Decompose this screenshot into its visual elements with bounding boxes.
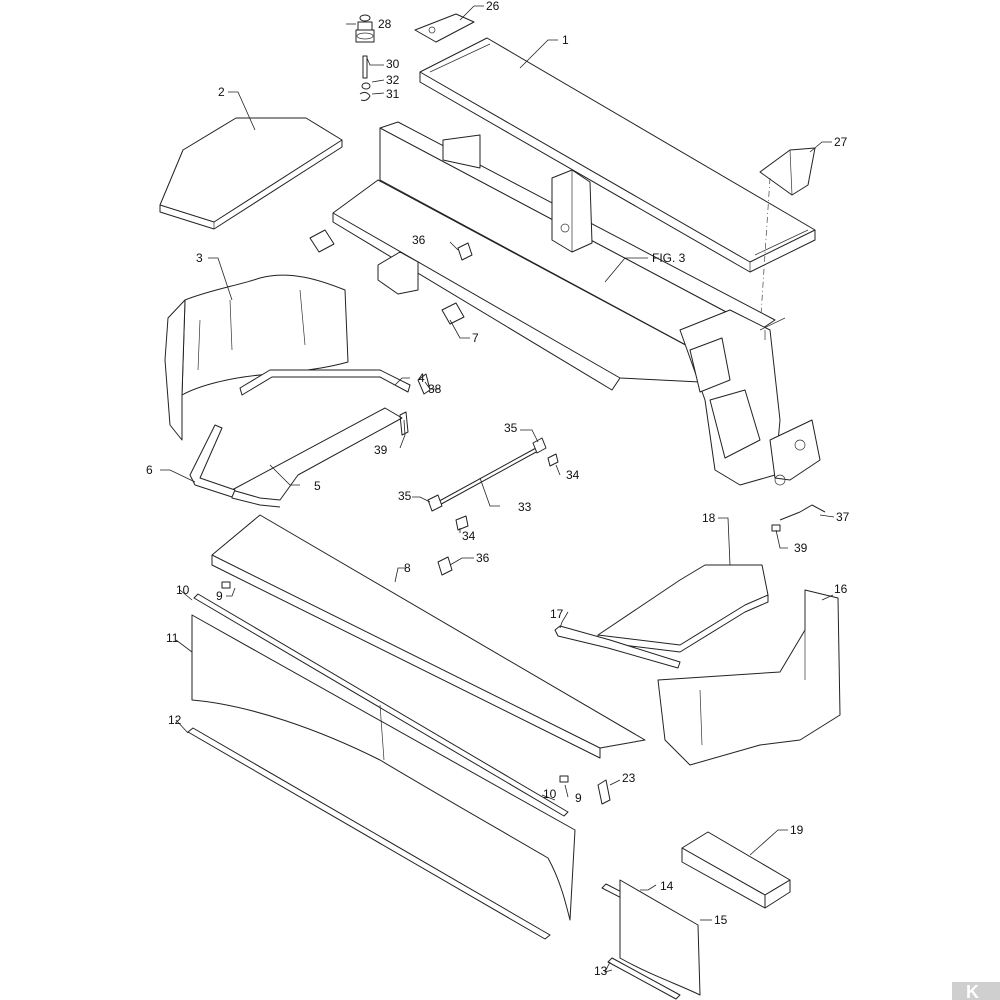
- part-36-hinge-upper: [457, 242, 473, 261]
- label-36-lower: 36: [476, 551, 490, 565]
- part-35-clevis-upper: [532, 437, 547, 454]
- centre-line: [759, 177, 771, 331]
- part-28-knob: [355, 14, 375, 43]
- part-38-link: [417, 373, 431, 395]
- leader-lines: [160, 5, 835, 973]
- label-12: 12: [168, 713, 182, 727]
- part-26-plate: [414, 13, 475, 43]
- part-3-curtain-left: [164, 274, 349, 441]
- part-12-strip: [187, 727, 551, 940]
- label-14: 14: [660, 879, 674, 893]
- label-9-upper: 9: [216, 589, 223, 603]
- part-18-right-cover: [597, 564, 769, 653]
- part-7-hinge: [441, 302, 465, 325]
- label-9-lower: 9: [575, 791, 582, 805]
- part-11-rubber-flap: [191, 614, 576, 921]
- label-30: 30: [386, 57, 400, 71]
- label-17: 17: [550, 607, 564, 621]
- part-36-hinge-lower: [437, 556, 453, 576]
- kramp-logo-icon: K: [952, 982, 1000, 1000]
- label-10-upper: 10: [176, 583, 190, 597]
- label-38: 38: [428, 382, 442, 396]
- label-33: 33: [518, 500, 532, 514]
- label-18: 18: [702, 511, 716, 525]
- part-27-bracket: [759, 147, 816, 196]
- label-23: 23: [622, 771, 636, 785]
- label-34-upper: 34: [566, 468, 580, 482]
- part-4-strip: [239, 369, 411, 396]
- label-8: 8: [404, 561, 411, 575]
- part-9-clip-upper: [221, 581, 231, 589]
- label-5: 5: [314, 479, 321, 493]
- label-10-lower: 10: [543, 787, 557, 801]
- logo-text: K: [966, 982, 979, 1000]
- label-27: 27: [834, 135, 848, 149]
- part-34-pin-lower: [455, 515, 469, 531]
- part-34-pin-upper: [547, 453, 559, 467]
- label-35-upper: 35: [504, 421, 518, 435]
- label-6: 6: [146, 463, 153, 477]
- label-31: 31: [386, 87, 400, 101]
- label-4: 4: [418, 371, 425, 385]
- part-9-clip-lower: [559, 775, 569, 783]
- main-frame-fig3: [332, 121, 821, 486]
- part-17-strip: [554, 625, 681, 669]
- part-16-curtain-right: [657, 589, 841, 766]
- label-11: 11: [166, 631, 179, 645]
- part-37-rod: [779, 504, 826, 521]
- part-13-strip: [607, 957, 681, 1000]
- part-1-top-channel: [419, 37, 816, 273]
- label-19: 19: [790, 823, 804, 837]
- part-8-long-cover: [211, 514, 646, 759]
- label-26: 26: [486, 0, 500, 13]
- part-15-flap: [619, 879, 701, 996]
- part-31-clip: [359, 91, 371, 101]
- label-39-right: 39: [794, 541, 808, 555]
- part-2-cover-plate: [159, 117, 343, 230]
- label-7: 7: [472, 331, 479, 345]
- label-1: 1: [562, 33, 569, 47]
- label-2: 2: [218, 85, 225, 99]
- label-13: 13: [594, 964, 608, 978]
- part-35-clevis-lower: [427, 494, 443, 512]
- part-33-rod: [431, 447, 539, 509]
- label-39-left: 39: [374, 443, 388, 457]
- part-39-link-left: [399, 411, 409, 436]
- label-34-lower: 34: [462, 529, 476, 543]
- part-10-strip: [193, 593, 569, 817]
- hinge-left: [309, 229, 335, 253]
- label-fig3: FIG. 3: [652, 251, 686, 265]
- label-32: 32: [386, 73, 400, 87]
- label-16: 16: [834, 582, 848, 596]
- part-6-strut: [189, 424, 236, 498]
- part-32-washer: [361, 82, 371, 90]
- label-28: 28: [378, 17, 392, 31]
- label-37: 37: [836, 510, 850, 524]
- callout-labels: 1 2 3 4 5 6 7 8 9 9 10 10 11 12 13 14 15…: [146, 0, 850, 978]
- part-19-block: [681, 831, 791, 909]
- label-36-upper: 36: [412, 233, 426, 247]
- part-30-pin: [362, 55, 368, 79]
- label-3: 3: [196, 251, 203, 265]
- label-15: 15: [714, 913, 728, 927]
- label-35-lower: 35: [398, 489, 412, 503]
- part-23-clip: [597, 779, 611, 805]
